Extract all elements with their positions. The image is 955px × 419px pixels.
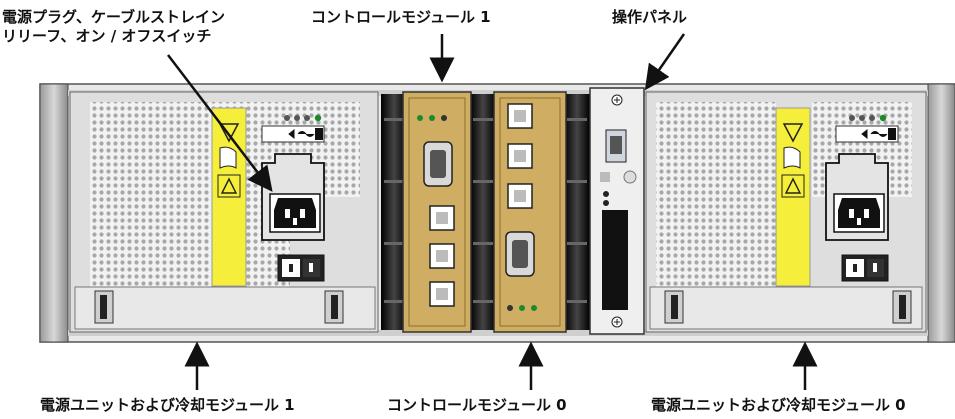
power-plug-label-line2: リリーフ、オン / オフスイッチ [2,27,212,45]
power-plug-label: 電源プラグ、ケーブルストレイン リリーフ、オン / オフスイッチ [2,8,225,46]
control-module-0 [493,91,567,333]
control-module-1 [402,91,472,333]
operator-panel-label: 操作パネル [612,8,688,26]
arrow-operator-panel [644,33,686,91]
power-plug-label-line1: 電源プラグ、ケーブルストレイン [2,8,226,26]
psu-cooling-module-0 [645,91,927,333]
ethernet-port-icon [429,205,455,231]
power-socket [825,153,889,241]
hazard-icon [220,177,238,194]
ethernet-port-icon [429,281,455,307]
psu-cooling-module-0-label: 電源ユニットおよび冷却モジュール 0 [651,396,906,414]
arrow-power-plug [167,54,273,192]
power-switch [841,254,889,282]
operator-panel [589,87,645,335]
psu-cooling-module-1-label: 電源ユニットおよび冷却モジュール 1 [40,396,295,414]
handle-clip-icon [219,146,237,169]
power-socket [261,153,325,241]
ethernet-port-icon [429,243,455,269]
power-switch [277,254,325,282]
hazard-icon [784,177,802,194]
warning-triangle-icon [782,123,804,143]
control-module-0-label: コントロールモジュール 0 [387,396,567,414]
psu1-status-led [314,114,322,122]
psu-cooling-module-1 [69,91,379,333]
control-module-1-label: コントロールモジュール 1 [311,8,491,26]
handle-clip-icon [783,146,801,169]
psu0-status-led [879,114,887,122]
